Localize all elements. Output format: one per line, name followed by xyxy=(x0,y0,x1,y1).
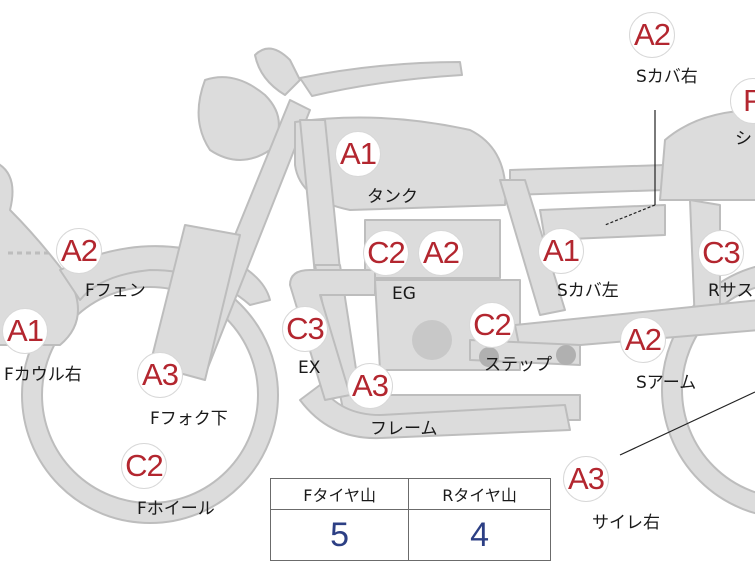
tank-grade-badge[interactable]: A1 xyxy=(335,131,381,177)
f-cowl-right-label: Fカウル右 xyxy=(4,365,82,385)
f-fork-lower-grade-badge[interactable]: A3 xyxy=(137,352,183,398)
leader-line-silencer xyxy=(619,391,755,456)
s-cover-left-grade-badge[interactable]: A1 xyxy=(538,228,584,274)
rear-tyre-value[interactable]: 4 xyxy=(408,509,551,561)
front-cowl xyxy=(0,163,79,346)
seat-front xyxy=(509,164,666,196)
rear-tyre-header: Rタイヤ山 xyxy=(408,478,551,510)
s-cover-right-label: Sカバ右 xyxy=(636,67,698,87)
front-tyre-header: Fタイヤ山 xyxy=(269,478,410,510)
exhaust-pipe xyxy=(289,269,376,401)
tyre-tread-table: Fタイヤ山 Rタイヤ山 5 4 xyxy=(269,478,551,561)
seat-rear xyxy=(659,109,755,201)
r-suspension-grade-badge[interactable]: C3 xyxy=(698,230,744,276)
engine-grade-badge-1[interactable]: C2 xyxy=(363,230,409,276)
engine-grade-badge-2[interactable]: A2 xyxy=(418,230,464,276)
frame-label: フレーム xyxy=(370,419,438,439)
step-knob xyxy=(479,347,499,367)
step-knob-2 xyxy=(556,345,576,365)
exhaust-grade-badge[interactable]: C3 xyxy=(282,306,328,352)
swing-arm-grade-badge[interactable]: A2 xyxy=(620,317,666,363)
frame-grade-badge[interactable]: A3 xyxy=(347,363,393,409)
s-cover-right-grade-badge[interactable]: A2 xyxy=(629,12,675,58)
r-suspension-label: Rサス xyxy=(708,281,754,301)
engine-label: EG xyxy=(392,284,416,304)
front-tyre-value[interactable]: 5 xyxy=(269,509,410,561)
f-wheel-label: Fホイール xyxy=(137,499,215,519)
muffler-right-grade-badge[interactable]: A3 xyxy=(563,456,609,502)
tank-label: タンク xyxy=(367,187,418,207)
muffler-right-label: サイレ右 xyxy=(592,513,660,533)
rear-wheel xyxy=(662,266,755,514)
step-grade-badge[interactable]: C2 xyxy=(469,302,515,348)
f-fork-lower-label: Fフォク下 xyxy=(150,409,228,429)
s-cover-left-label: Sカバ左 xyxy=(557,281,619,301)
f-wheel-grade-badge[interactable]: C2 xyxy=(121,443,167,489)
step-label: ステップ xyxy=(484,355,552,375)
seat-label: シ xyxy=(735,129,752,149)
front-wheel xyxy=(22,267,278,523)
exhaust-label: EX xyxy=(298,358,321,378)
f-cowl-right-grade-badge[interactable]: A1 xyxy=(2,308,48,354)
f-fender-label: Fフェン xyxy=(85,281,146,301)
f-fender-grade-badge[interactable]: A2 xyxy=(56,228,102,274)
engine-cover-circle xyxy=(412,320,452,360)
swing-arm-label: Sアーム xyxy=(636,373,697,393)
